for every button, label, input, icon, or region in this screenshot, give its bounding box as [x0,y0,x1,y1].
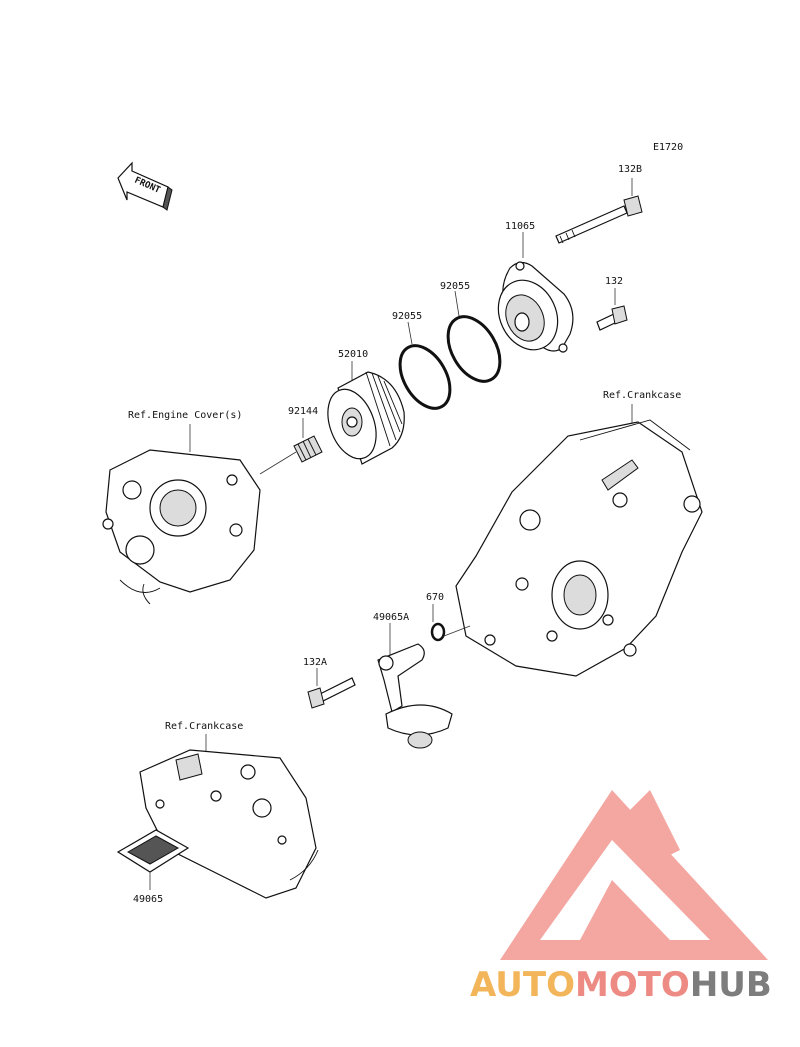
o-ring-92055-left[interactable] [390,337,460,417]
crankcase-right-outline [455,419,703,677]
brand-hub: HUB [690,965,772,1005]
ref-engine-cover: Ref.Engine Cover(s) [128,410,242,421]
part-label-92055-right[interactable]: 92055 [440,281,470,292]
engine-cover-outline [102,449,261,605]
part-label-132a[interactable]: 132A [303,657,327,668]
part-label-132[interactable]: 132 [605,276,623,287]
automotohub-logo: AUTOMOTOHUB [470,790,772,1005]
diagram-code: E1720 [653,142,683,153]
oil-screen-49065[interactable] [116,829,190,890]
bolt-132b[interactable] [555,178,643,244]
front-arrow-icon: FRONT [117,161,173,211]
oil-filter-52010[interactable] [319,371,405,465]
brand-auto: AUTO [470,965,575,1005]
part-label-92055-left[interactable]: 92055 [392,311,422,322]
part-label-132b[interactable]: 132B [618,164,642,175]
part-label-92144[interactable]: 92144 [288,406,318,417]
crankcase-bottom-outline [139,749,319,899]
part-label-11065[interactable]: 11065 [505,221,535,232]
bolt-132a[interactable] [307,677,356,709]
o-ring-670[interactable] [430,622,446,642]
o-ring-92055-right[interactable] [437,308,510,391]
ref-crankcase-right: Ref.Crankcase [603,390,681,401]
part-label-670[interactable]: 670 [426,592,444,603]
spring-92144[interactable] [259,435,323,475]
part-label-49065[interactable]: 49065 [133,894,163,905]
oil-filter-cover-11065[interactable] [487,261,574,359]
svg-text:AUTOMOTOHUB: AUTOMOTOHUB [470,965,772,1005]
part-label-52010[interactable]: 52010 [338,349,368,360]
brand-moto: MOTO [575,965,690,1005]
oil-strainer-49065a[interactable] [377,625,471,749]
ref-crankcase-bottom: Ref.Crankcase [165,721,243,732]
bolt-132[interactable] [596,288,628,331]
part-label-49065a[interactable]: 49065A [373,612,409,623]
